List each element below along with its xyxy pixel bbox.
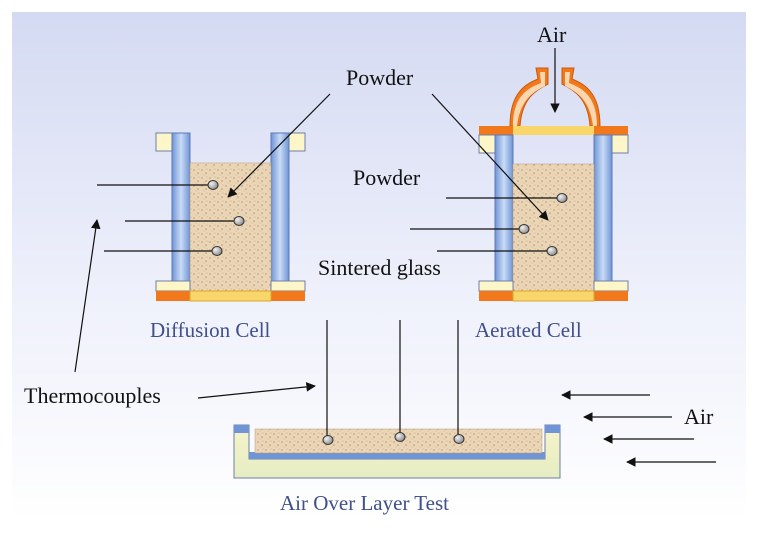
aerated-left-bottom-flange [478, 280, 514, 292]
thermocouples-arrow-up [74, 219, 101, 373]
label-powder-mid: Powder [353, 165, 421, 190]
label-air-over-layer-test: Air Over Layer Test [280, 491, 449, 515]
tray-thermocouple-bead-3 [453, 434, 465, 444]
label-diffusion-cell: Diffusion Cell [150, 318, 271, 342]
diffusion-right-wall [270, 132, 290, 291]
label-air-top: Air [537, 22, 567, 47]
aerated-hood-left-inner [513, 72, 545, 126]
aerated-right-bottom-flange [593, 280, 629, 292]
diffusion-right-gasket [271, 291, 305, 301]
powder-arrow-diffusion [227, 93, 331, 198]
label-thermocouples: Thermocouples [24, 383, 161, 408]
label-powder-top: Powder [346, 65, 414, 90]
tray-thermocouple-bead-1 [322, 435, 334, 445]
diffusion-thermocouple-bead-3 [211, 246, 223, 256]
diffusion-left-wall [171, 132, 191, 291]
label-aerated-cell: Aerated Cell [475, 318, 582, 342]
tray-right-lip [545, 425, 560, 433]
aerated-left-wall [494, 134, 514, 291]
tray-floor [249, 452, 545, 459]
air-over-layer-tray [233, 320, 561, 479]
aerated-right-wall [593, 134, 613, 291]
tray-left-lip [234, 425, 249, 433]
tray-thermocouple-bead-2 [394, 432, 406, 442]
diffusion-cell [97, 132, 306, 302]
aerated-top-window [513, 126, 594, 135]
powder-arrow-aerated [431, 93, 549, 221]
diffusion-sintered-glass [189, 290, 272, 302]
diffusion-left-gasket [156, 291, 190, 301]
pointer-arrows [74, 48, 716, 467]
aerated-thermocouple-bead-1 [556, 193, 568, 203]
aerated-left-gasket [479, 291, 513, 301]
diffusion-powder [189, 162, 272, 292]
diffusion-right-bottom-flange [270, 280, 306, 292]
aerated-thermocouple-bead-3 [546, 246, 558, 256]
label-sintered-glass: Sintered glass [318, 255, 441, 280]
aerated-thermocouple-bead-2 [518, 224, 530, 234]
aerated-right-gasket [594, 291, 628, 301]
aerated-sintered-glass [512, 290, 595, 302]
thermocouples-arrow-right [197, 382, 316, 399]
diffusion-thermocouple-bead-2 [233, 216, 245, 226]
diffusion-left-bottom-flange [155, 280, 191, 292]
label-air-right: Air [684, 404, 714, 429]
aerated-hood-right-inner [565, 72, 597, 126]
diffusion-thermocouple-bead-1 [207, 180, 219, 190]
aerated-cell [410, 67, 629, 302]
labels: Powder Air Powder Sintered glass Diffusi… [24, 22, 714, 515]
